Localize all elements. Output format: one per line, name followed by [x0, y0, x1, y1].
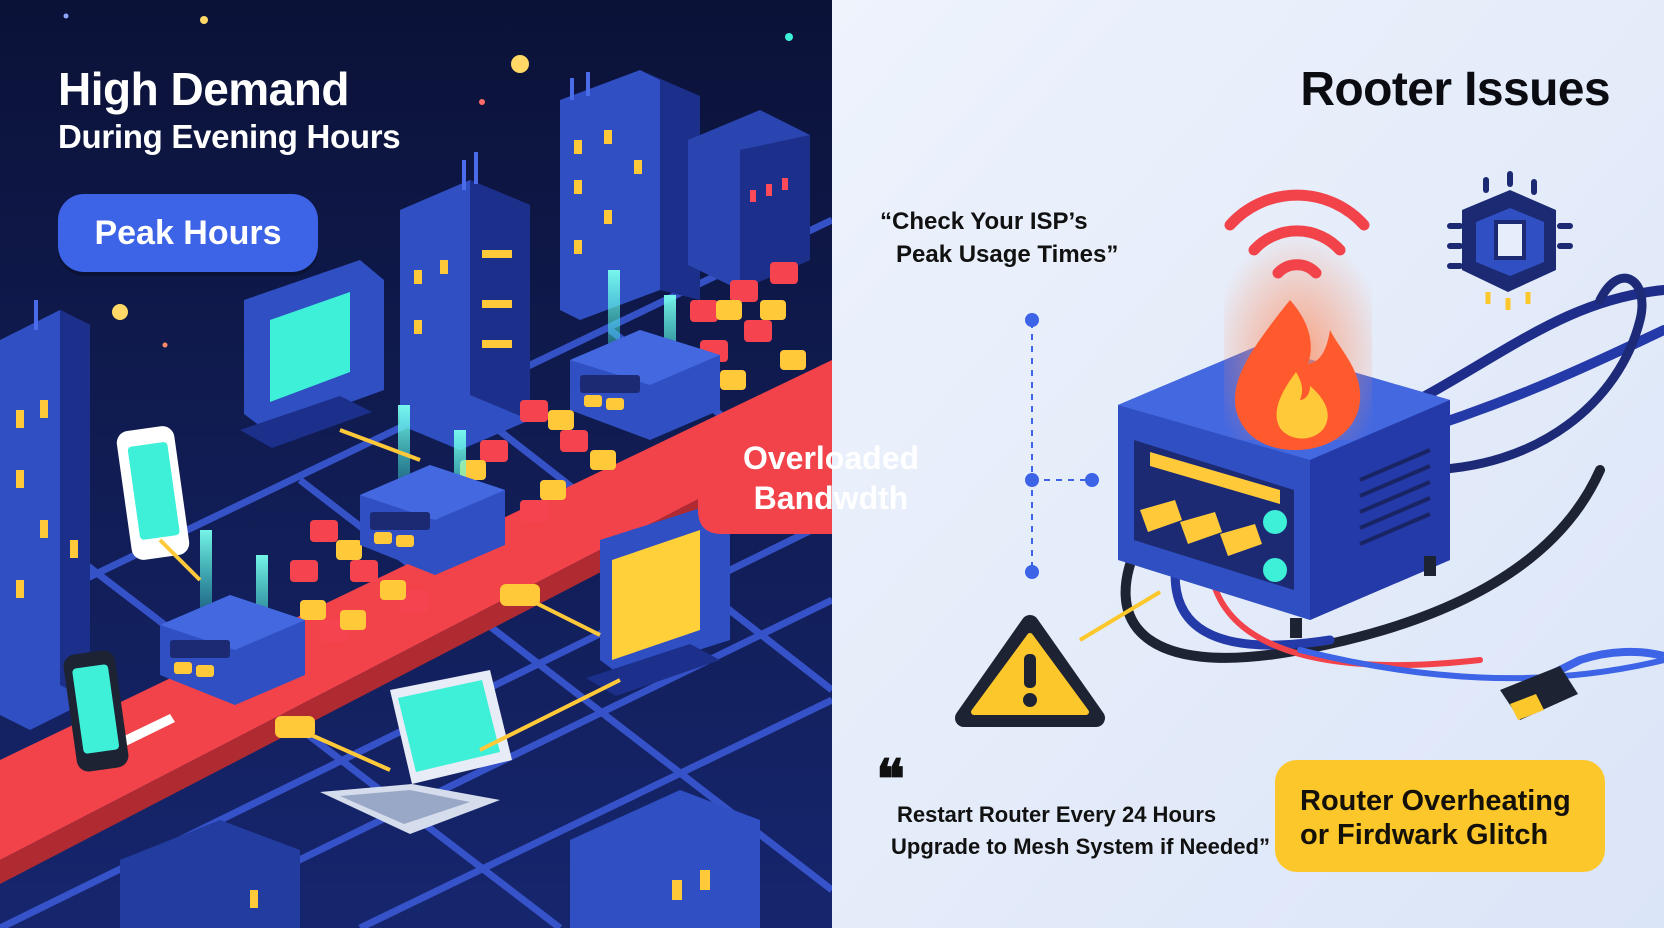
flame-icon	[1234, 300, 1361, 450]
tip-connector	[1031, 322, 1094, 574]
router-issues-title: Rooter Issues	[1300, 63, 1610, 116]
overheating-line-2: or Firdwark Glitch	[1300, 819, 1549, 851]
page-title: High Demand	[58, 63, 349, 115]
isp-tip-line-2: Peak Usage Times”	[896, 241, 1119, 268]
cable-plug-icon	[1500, 647, 1664, 720]
data-packets	[290, 262, 806, 642]
overloaded-bandwidth-label: Overloaded Bandwdth	[700, 438, 962, 518]
router-icon	[570, 270, 720, 440]
buildings	[0, 70, 810, 928]
wifi-signal-icon	[1224, 189, 1370, 279]
router-issues-panel	[832, 0, 1664, 928]
peak-hours-badge: Peak Hours	[58, 194, 318, 272]
night-city-panel	[0, 0, 835, 928]
router-icon	[360, 405, 505, 575]
phone-icon	[63, 650, 129, 772]
phone-icon	[116, 426, 190, 560]
page-subtitle: During Evening Hours	[58, 118, 401, 155]
isp-tip-line-1: “Check Your ISP’s	[880, 208, 1088, 235]
device-connectors	[158, 428, 621, 772]
restart-tip-line-2: Upgrade to Mesh System if Needed”	[891, 834, 1270, 859]
router-icon	[160, 530, 305, 705]
warning-triangle-icon	[955, 590, 1162, 727]
laptop-icon	[320, 670, 512, 834]
stars	[63, 13, 793, 348]
overheating-line-1: Router Overheating	[1300, 785, 1571, 817]
restart-tip-line-1: Restart Router Every 24 Hours	[897, 802, 1217, 827]
monitor-icon	[586, 505, 730, 696]
callout-line-1: Overloaded	[742, 440, 920, 476]
chip-icon	[1447, 171, 1573, 310]
overheating-badge	[1275, 760, 1605, 872]
callout-line-2: Bandwdth	[753, 480, 909, 516]
monitor-icon	[240, 260, 384, 448]
quote-icon: ❝	[876, 747, 906, 811]
